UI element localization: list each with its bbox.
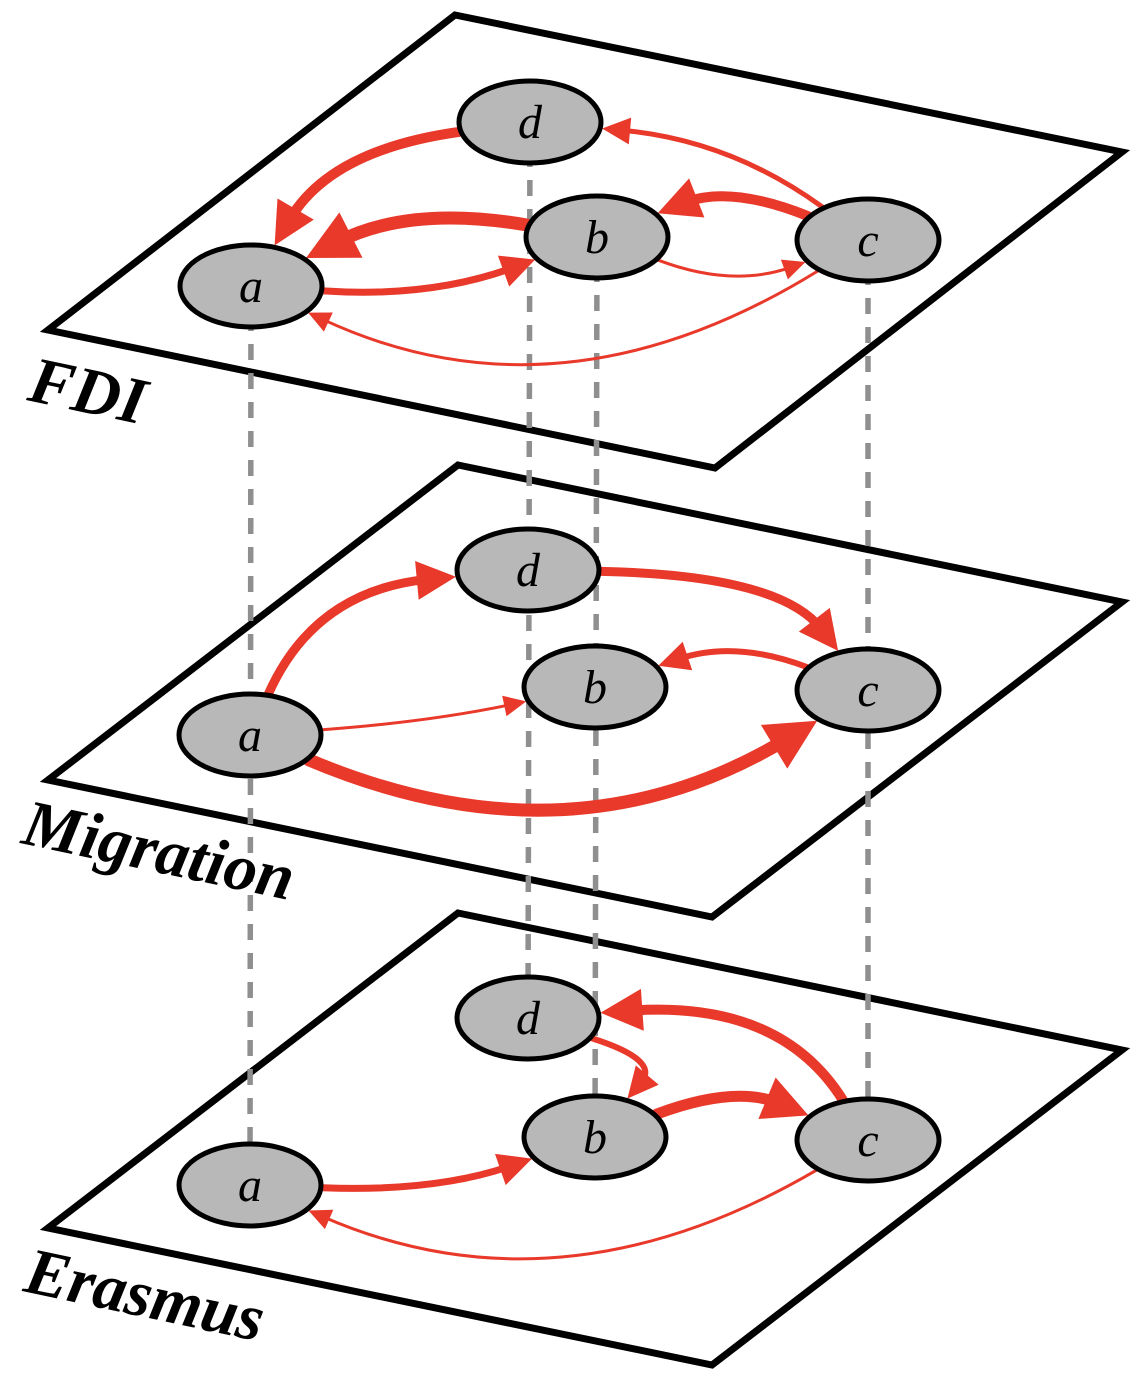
- arrowhead-c-d-erasmus: [600, 988, 644, 1031]
- arrowhead-a-c-migration: [760, 720, 818, 769]
- node-label-d-migration: d: [516, 544, 541, 597]
- arrowhead-c-b-fdi: [657, 178, 705, 218]
- arrowhead-a-b-fdi: [497, 255, 536, 287]
- node-d-fdi: [456, 78, 604, 166]
- edge-c-d-erasmus: [624, 1004, 848, 1105]
- arrowhead-b-c-erasmus: [758, 1077, 809, 1119]
- edge-d-a-fdi: [284, 126, 464, 225]
- node-label-a-erasmus: a: [238, 1159, 262, 1212]
- edge-c-a-fdi: [320, 269, 820, 367]
- node-d-migration: [454, 526, 602, 614]
- node-c-fdi: [794, 196, 942, 284]
- node-label-c-erasmus: c: [857, 1114, 878, 1167]
- node-c-erasmus: [794, 1096, 942, 1184]
- layer-label-fdi: FDI: [22, 343, 155, 439]
- arrowhead-c-b-migration: [658, 641, 693, 671]
- arrowhead-c-a-erasmus: [308, 1209, 334, 1230]
- node-a-migration: [176, 691, 324, 779]
- arrowhead-a-b-erasmus: [495, 1153, 533, 1186]
- node-label-a-fdi: a: [239, 260, 263, 313]
- edge-b-a-fdi: [331, 211, 534, 249]
- node-b-fdi: [523, 193, 671, 281]
- edge-d-c-migration: [596, 566, 826, 634]
- arrowhead-b-a-fdi: [306, 212, 363, 258]
- arrowhead-c-a-fdi: [308, 312, 333, 332]
- node-a-erasmus: [176, 1141, 324, 1229]
- node-d-erasmus: [454, 974, 602, 1062]
- node-label-a-migration: a: [238, 709, 262, 762]
- node-label-c-migration: c: [857, 664, 878, 717]
- arrowhead-d-b-erasmus: [627, 1065, 659, 1099]
- node-label-d-fdi: d: [518, 96, 543, 149]
- edge-c-b-migration: [675, 648, 810, 670]
- node-b-migration: [521, 643, 669, 731]
- arrowhead-d-c-migration: [798, 607, 839, 651]
- node-label-b-erasmus: b: [583, 1111, 607, 1164]
- edge-a-b-erasmus: [319, 1162, 514, 1192]
- arrowhead-b-c-fdi: [780, 259, 806, 280]
- edge-b-c-fdi: [656, 258, 793, 278]
- edge-c-d-fdi: [619, 127, 825, 210]
- edge-a-b-fdi: [320, 264, 517, 296]
- node-label-c-fdi: c: [857, 214, 878, 267]
- edge-a-c-migration: [302, 732, 794, 817]
- node-b-erasmus: [521, 1093, 669, 1181]
- node-a-fdi: [177, 242, 325, 330]
- arrowhead-c-d-fdi: [602, 117, 632, 145]
- arrowhead-a-b-migration: [502, 695, 527, 717]
- edge-a-d-migration: [264, 574, 434, 698]
- node-label-d-erasmus: d: [516, 992, 541, 1045]
- node-c-migration: [794, 646, 942, 734]
- edge-a-b-migration: [320, 703, 513, 732]
- arrowhead-a-d-migration: [415, 561, 456, 600]
- node-label-b-migration: b: [583, 661, 607, 714]
- arrowhead-d-a-fdi: [274, 198, 314, 246]
- node-label-b-fdi: b: [585, 211, 609, 264]
- edge-c-a-erasmus: [321, 1168, 818, 1261]
